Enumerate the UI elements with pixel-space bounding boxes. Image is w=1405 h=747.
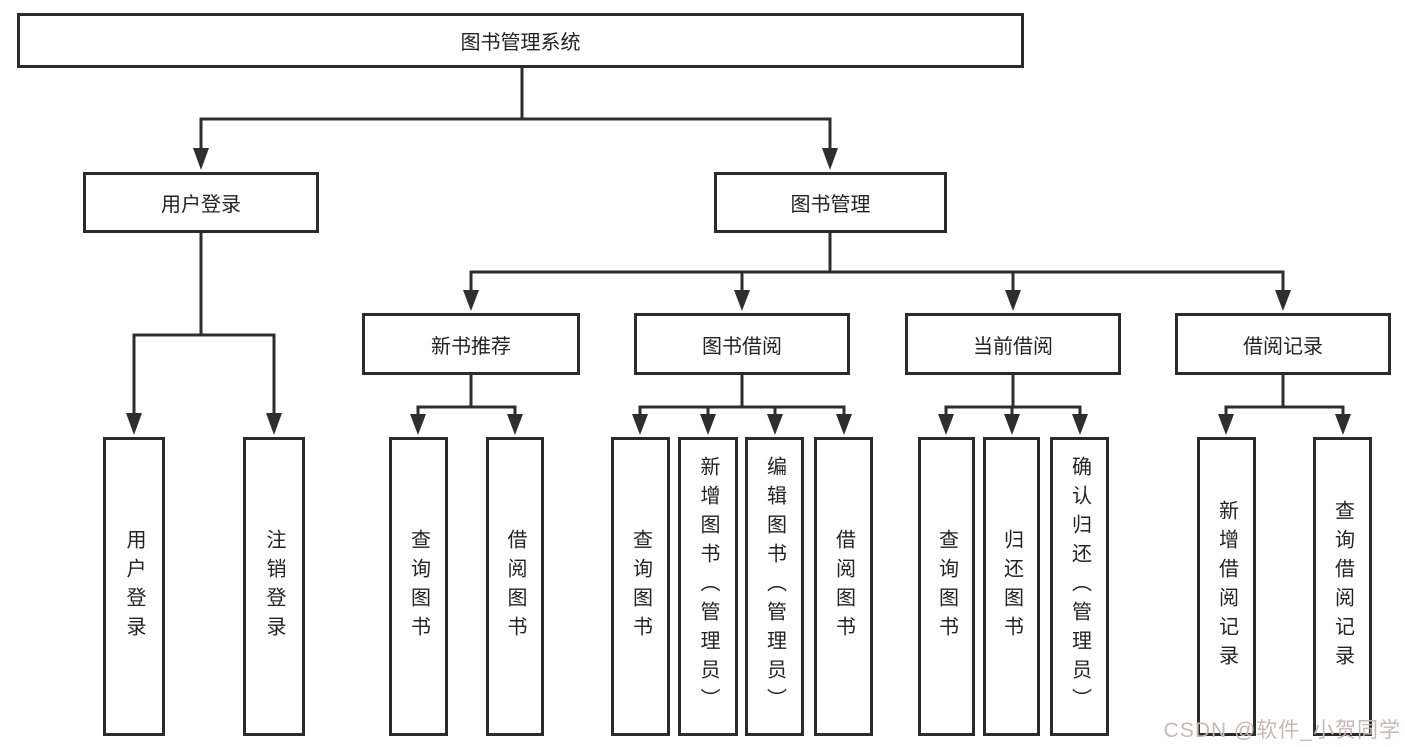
- node-new-book-recommend-label: 新书推荐: [431, 335, 511, 358]
- leaf-user-login: 用户登录: [103, 437, 165, 736]
- leaf-add-borrow-record-label: 新增借阅记录: [1215, 499, 1238, 674]
- leaf-query-books-borrow-label: 查询图书: [629, 528, 652, 645]
- node-root-system: 图书管理系统: [17, 13, 1024, 68]
- leaf-query-borrow-record: 查询借阅记录: [1313, 437, 1372, 736]
- arrowheads: [126, 148, 1351, 435]
- leaf-query-books-recommend: 查询图书: [389, 437, 448, 736]
- leaf-query-books-current-label: 查询图书: [935, 528, 958, 645]
- node-borrow-records: 借阅记录: [1175, 313, 1391, 375]
- leaf-add-book-admin: 新增图书（管理员）: [678, 437, 738, 736]
- node-book-borrow: 图书借阅: [634, 313, 850, 375]
- leaf-borrow-books-borrow: 借阅图书: [814, 437, 873, 736]
- leaf-borrow-books-borrow-label: 借阅图书: [832, 528, 855, 645]
- node-current-borrow: 当前借阅: [905, 313, 1121, 375]
- node-user-login-label: 用户登录: [161, 194, 241, 216]
- leaf-add-book-admin-label: 新增图书（管理员）: [697, 456, 719, 717]
- leaf-edit-book-admin-label: 编辑图书（管理员）: [763, 456, 786, 717]
- leaf-confirm-return-admin: 确认归还（管理员）: [1050, 437, 1109, 736]
- leaf-return-book: 归还图书: [983, 437, 1040, 736]
- leaf-query-borrow-record-label: 查询借阅记录: [1331, 499, 1354, 674]
- leaf-edit-book-admin: 编辑图书（管理员）: [745, 437, 804, 736]
- node-borrow-records-label: 借阅记录: [1243, 335, 1323, 358]
- leaf-confirm-return-admin-label: 确认归还（管理员）: [1068, 456, 1091, 717]
- node-new-book-recommend: 新书推荐: [362, 313, 580, 375]
- leaf-add-borrow-record: 新增借阅记录: [1197, 437, 1256, 736]
- leaf-logout: 注销登录: [243, 437, 305, 736]
- node-book-management-label: 图书管理: [790, 194, 871, 216]
- leaf-borrow-books-recommend: 借阅图书: [486, 437, 544, 736]
- leaf-borrow-books-recommend-label: 借阅图书: [504, 528, 526, 645]
- leaf-return-book-label: 归还图书: [1000, 528, 1023, 645]
- node-book-management: 图书管理: [714, 172, 947, 233]
- node-book-borrow-label: 图书借阅: [702, 335, 782, 358]
- leaf-query-books-recommend-label: 查询图书: [407, 528, 430, 645]
- node-current-borrow-label: 当前借阅: [973, 335, 1053, 358]
- leaf-user-login-label: 用户登录: [123, 528, 145, 645]
- leaf-query-books-borrow: 查询图书: [611, 437, 670, 736]
- node-root-label: 图书管理系统: [460, 32, 581, 54]
- node-user-login: 用户登录: [83, 172, 319, 233]
- leaf-query-books-current: 查询图书: [918, 437, 975, 736]
- leaf-logout-label: 注销登录: [263, 528, 285, 645]
- csdn-watermark: CSDN @软件_小贺同学: [1163, 719, 1401, 742]
